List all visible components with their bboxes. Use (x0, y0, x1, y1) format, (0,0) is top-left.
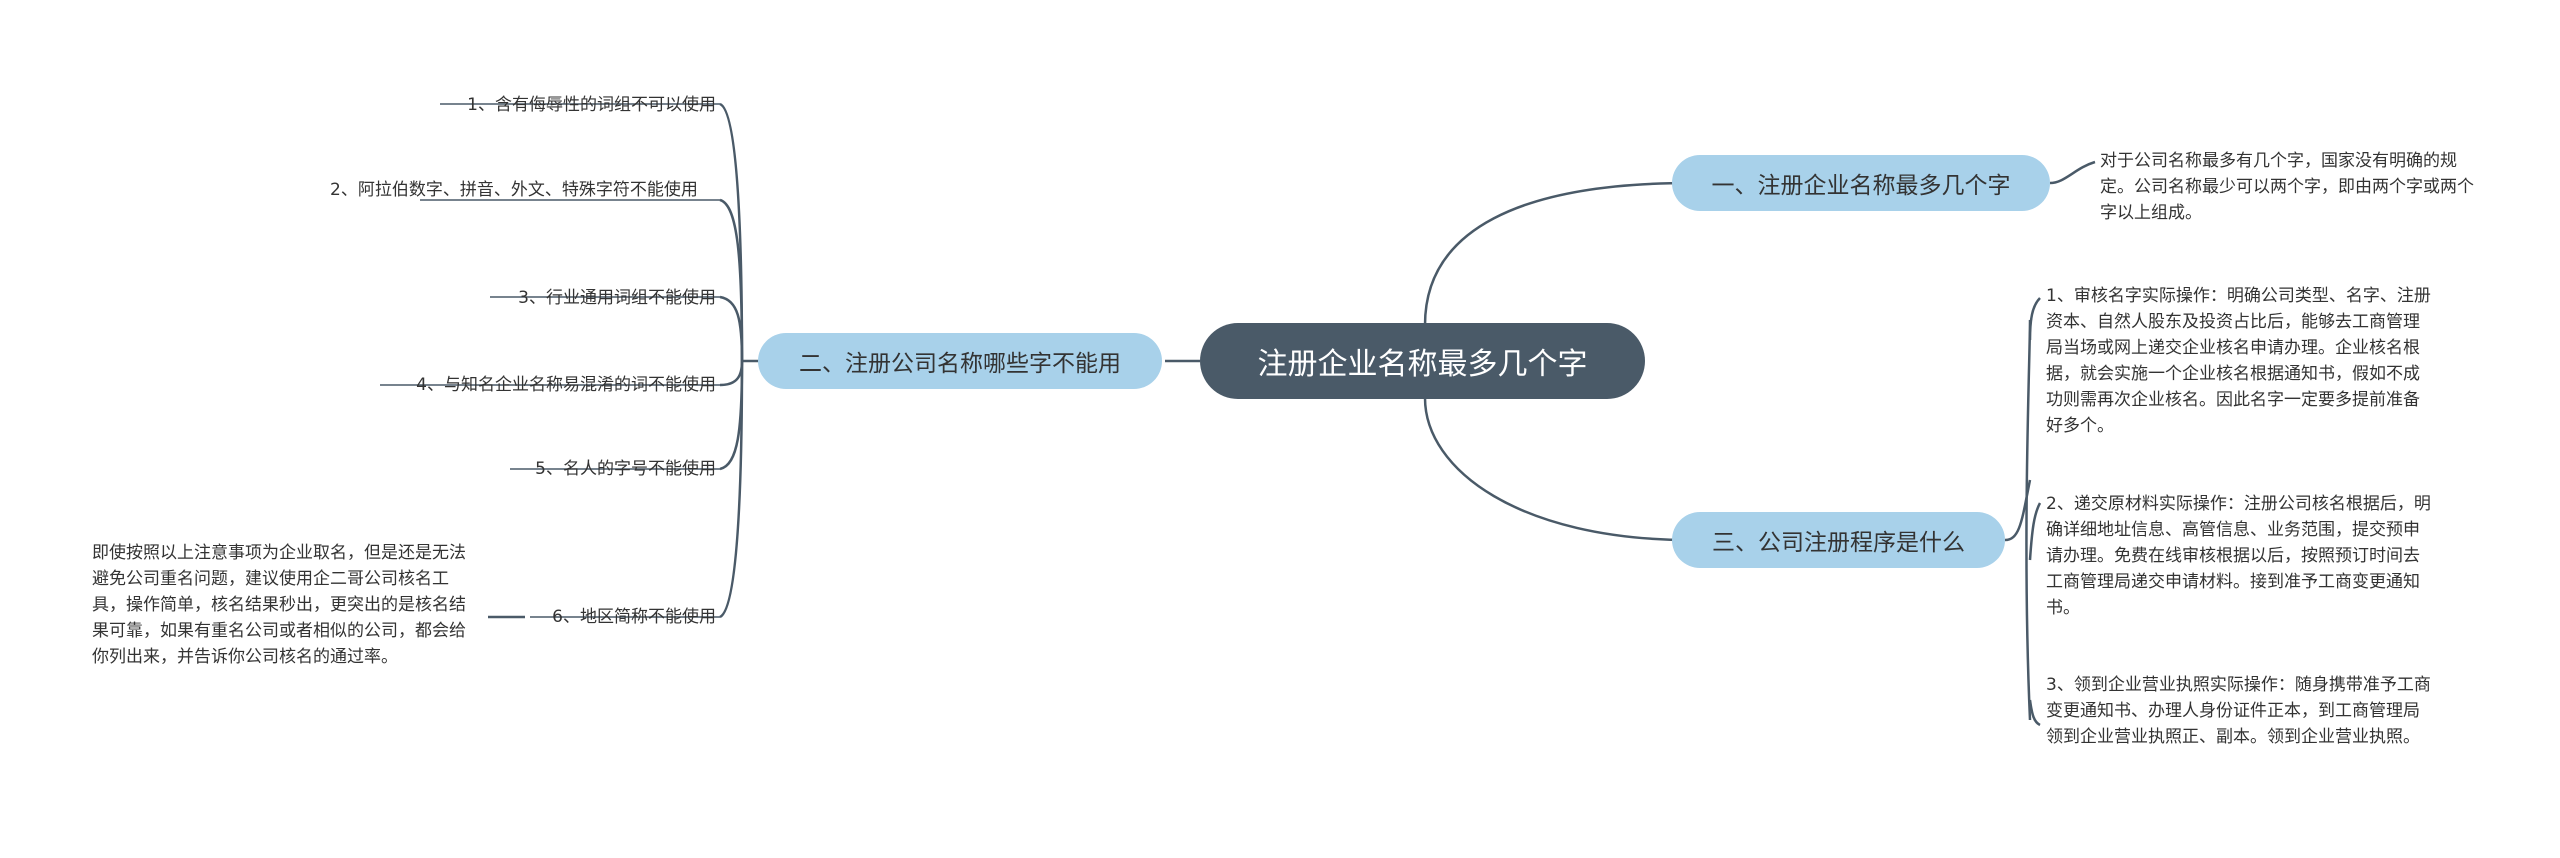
leaf-text: 3、行业通用词组不能使用 (518, 288, 716, 308)
leaf-text: 3、领到企业营业执照实际操作：随身携带准予工商变更通知书、办理人身份证件正本，到… (2046, 675, 2431, 747)
leaf-text: 5、名人的字号不能使用 (535, 459, 716, 479)
leaf-text: 2、阿拉伯数字、拼音、外文、特殊字符不能使用 (330, 180, 698, 200)
leaf-text: 6、地区简称不能使用 (552, 607, 716, 627)
leaf-text: 4、与知名企业名称易混淆的词不能使用 (416, 375, 716, 395)
branch-label: 二、注册公司名称哪些字不能用 (799, 351, 1121, 377)
root-label: 注册企业名称最多几个字 (1257, 347, 1588, 382)
leaf-text: 1、审核名字实际操作：明确公司类型、名字、注册资本、自然人股东及投资占比后，能够… (2046, 286, 2431, 436)
branch-label: 三、公司注册程序是什么 (1712, 530, 1965, 556)
branch-node-3[interactable]: 三、公司注册程序是什么 (1672, 512, 2005, 568)
leaf-text: 1、含有侮辱性的词组不可以使用 (467, 95, 716, 115)
branch-node-2[interactable]: 二、注册公司名称哪些字不能用 (758, 333, 1162, 389)
root-node[interactable]: 注册企业名称最多几个字 (1200, 323, 1645, 399)
leaf-text: 2、递交原材料实际操作：注册公司核名根据后，明确详细地址信息、高管信息、业务范围… (2046, 494, 2431, 618)
note-text: 即使按照以上注意事项为企业取名，但是还是无法避免公司重名问题，建议使用企二哥公司… (92, 543, 466, 667)
leaf-text: 对于公司名称最多有几个字，国家没有明确的规定。公司名称最少可以两个字，即由两个字… (2100, 151, 2474, 223)
branch-node-1[interactable]: 一、注册企业名称最多几个字 (1672, 155, 2050, 211)
branch-label: 一、注册企业名称最多几个字 (1711, 173, 2011, 199)
